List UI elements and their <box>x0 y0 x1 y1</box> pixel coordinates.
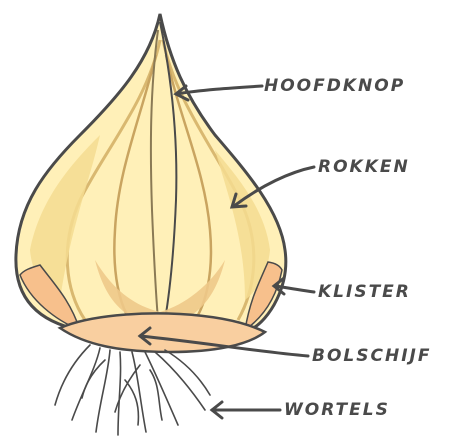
label-rokken: ROKKEN <box>318 157 410 177</box>
label-hoofdknop: HOOFDKNOP <box>264 76 405 96</box>
arrow-hoofdknop <box>176 86 262 94</box>
roots <box>55 345 210 435</box>
label-wortels: WORTELS <box>284 400 390 420</box>
label-klister: KLISTER <box>318 282 411 302</box>
label-bolschijf: BOLSCHIJF <box>312 346 431 366</box>
